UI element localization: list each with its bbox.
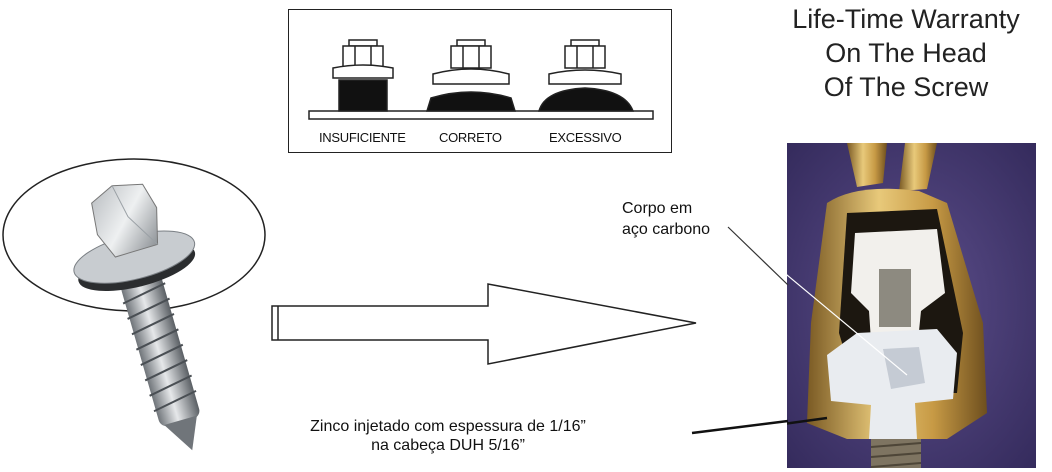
warranty-heading: Life-Time Warranty On The Head Of The Sc… xyxy=(760,2,1052,104)
label-correct: CORRETO xyxy=(439,130,502,145)
screw-head-correct xyxy=(425,39,517,112)
body-label-line-1: Corpo em xyxy=(622,200,693,217)
base-plate xyxy=(308,110,654,120)
injected-zinc-label: Zinco injetado com espessura de 1/16” na… xyxy=(260,417,636,455)
zinc-label-line-1: Zinco injetado com espessura de 1/16” xyxy=(310,418,586,435)
zinc-label-line-2: na cabeça DUH 5/16” xyxy=(371,437,525,454)
warranty-line-1: Life-Time Warranty xyxy=(792,4,1020,34)
screw-shaft xyxy=(121,274,200,451)
washer-diagram-drawing xyxy=(308,39,654,120)
warranty-line-2: On The Head xyxy=(825,38,987,68)
screw-head-excessive xyxy=(538,39,635,112)
screw-hex-head xyxy=(91,183,159,258)
carbon-steel-body-label: Corpo em aço carbono xyxy=(622,198,710,240)
label-excessive: EXCESSIVO xyxy=(549,130,622,145)
body-leader-line xyxy=(727,226,789,286)
cutaway-screw-photo xyxy=(787,143,1036,468)
washer-compression-diagram: INSUFICIENTE CORRETO EXCESSIVO xyxy=(288,9,672,153)
warranty-line-3: Of The Screw xyxy=(823,72,989,102)
screw-illustration xyxy=(2,158,266,451)
body-label-line-2: aço carbono xyxy=(622,221,711,238)
zinc-leader-line xyxy=(691,419,789,435)
right-arrow xyxy=(271,283,697,365)
label-insufficient: INSUFICIENTE xyxy=(319,130,406,145)
screw-head-insufficient xyxy=(332,39,394,112)
